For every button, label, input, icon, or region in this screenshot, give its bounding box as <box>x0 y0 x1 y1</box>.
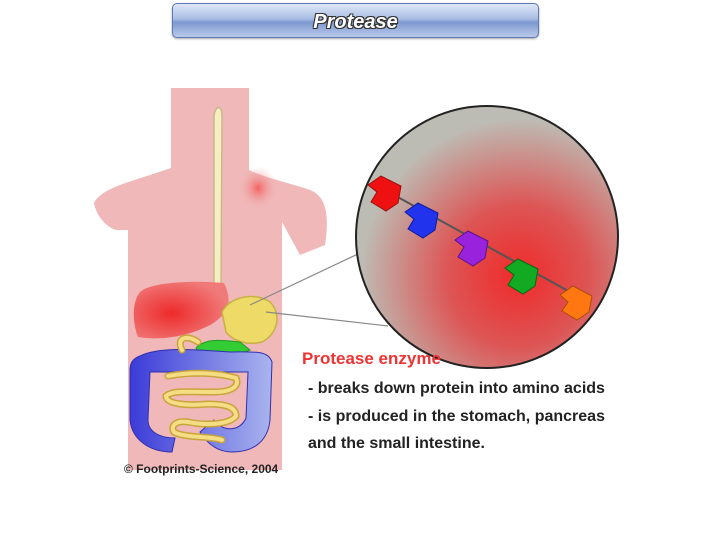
title-bar: Protease <box>172 3 539 38</box>
stomach <box>221 295 278 344</box>
copyright-notice: © Footprints-Science, 2004 <box>124 462 279 476</box>
page-title: Protease <box>313 11 398 33</box>
liver <box>133 281 229 339</box>
body-silhouette <box>94 88 327 470</box>
caption-heading: Protease enzyme <box>302 349 441 368</box>
amino-acid-green <box>504 258 539 295</box>
caption-line: and the small intestine. <box>308 435 485 452</box>
caption-line: - is produced in the stomach, pancreas <box>308 408 605 425</box>
small-intestine-fill <box>163 335 239 442</box>
amino-acid-purple <box>454 230 489 267</box>
amino-acid-blue <box>404 202 439 239</box>
zoom-connector-lower <box>265 311 389 327</box>
amino-acid-orange <box>559 285 593 321</box>
zoom-circle <box>355 105 619 369</box>
amino-acid-red <box>367 175 402 212</box>
zoom-connector-upper <box>249 252 361 306</box>
caption-line: - breaks down protein into amino acids <box>308 380 605 397</box>
protein-chain <box>367 175 593 321</box>
